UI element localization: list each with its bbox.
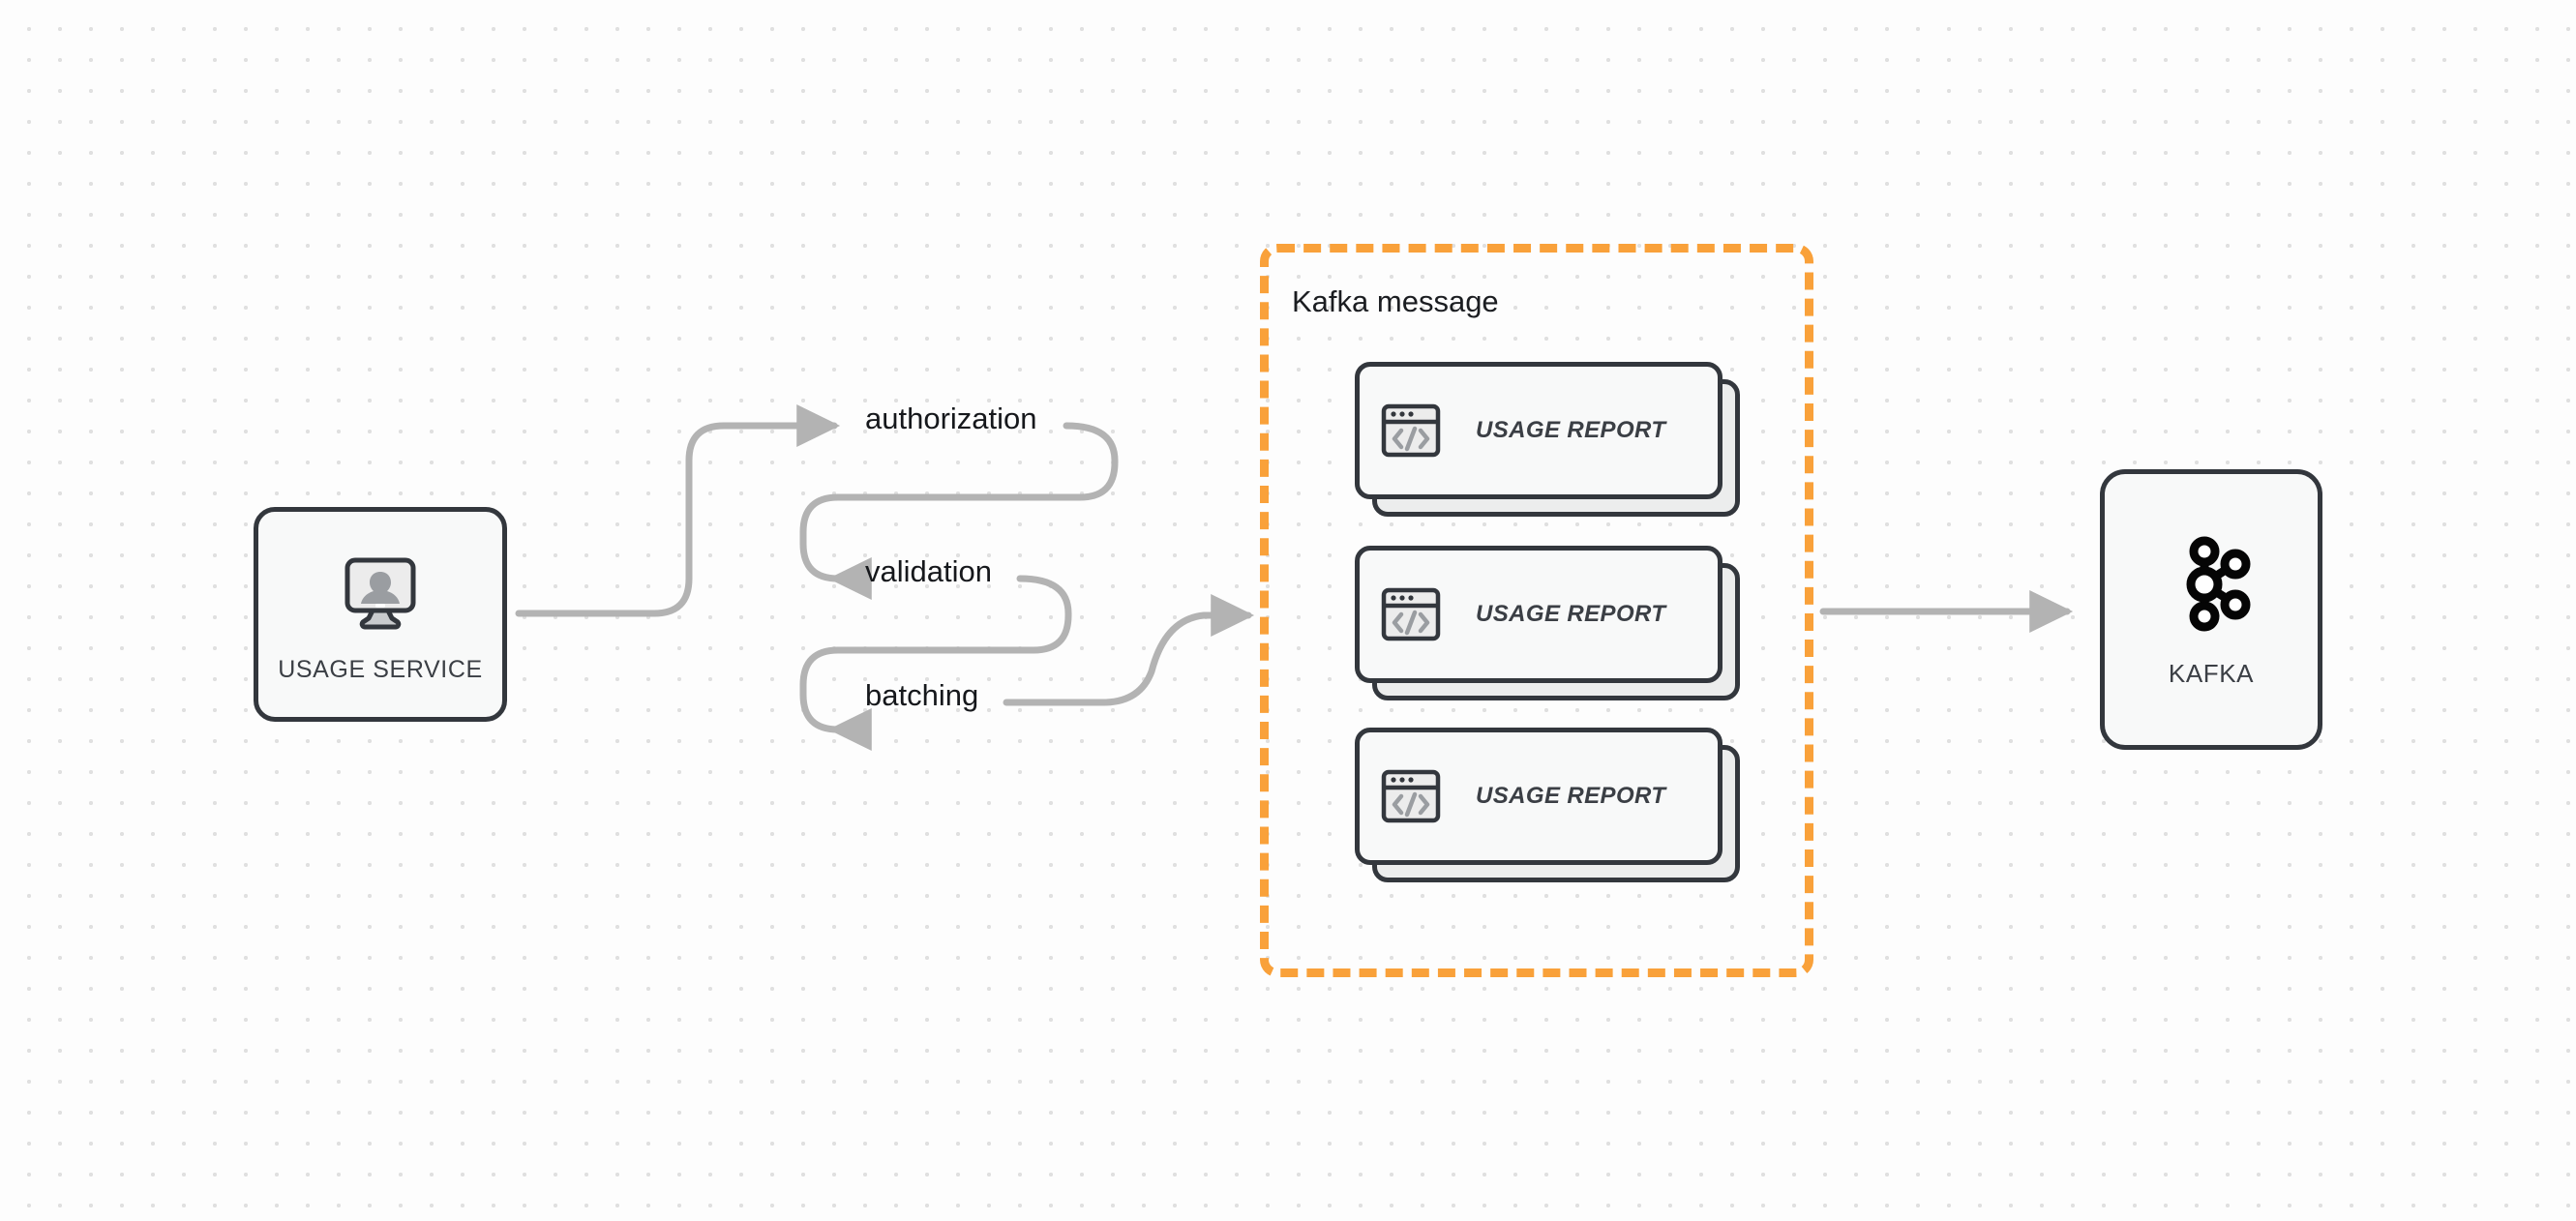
kafka-message-title: Kafka message [1292, 284, 1499, 318]
usage-report-card[interactable]: USAGE REPORT [1355, 728, 1740, 882]
node-kafka[interactable]: KAFKA [2100, 469, 2322, 750]
usage-report-card-label: USAGE REPORT [1476, 601, 1666, 627]
usage-report-card-label: USAGE REPORT [1476, 783, 1666, 809]
wire-batching-to-kafka-message [1003, 593, 1255, 706]
monitor-user-icon [334, 545, 427, 642]
step-label-batching[interactable]: batching [865, 678, 979, 712]
usage-report-card[interactable]: USAGE REPORT [1355, 546, 1740, 700]
node-usage-service-label: USAGE SERVICE [278, 656, 483, 683]
node-kafka-label: KAFKA [2168, 659, 2255, 688]
code-window-icon [1381, 584, 1441, 644]
kafka-message-dashed-border [1260, 244, 1813, 977]
step-label-authorization[interactable]: authorization [865, 402, 1037, 435]
wire-service-to-authorization [515, 403, 841, 617]
code-window-icon [1381, 766, 1441, 826]
group-kafka-message[interactable]: Kafka message [1260, 244, 1813, 977]
usage-report-card[interactable]: USAGE REPORT [1355, 362, 1740, 517]
usage-report-card-label: USAGE REPORT [1476, 417, 1666, 443]
kafka-logo-icon [2159, 530, 2263, 640]
code-window-icon [1381, 401, 1441, 461]
node-usage-service[interactable]: USAGE SERVICE [254, 507, 507, 722]
step-label-validation[interactable]: validation [865, 554, 992, 588]
